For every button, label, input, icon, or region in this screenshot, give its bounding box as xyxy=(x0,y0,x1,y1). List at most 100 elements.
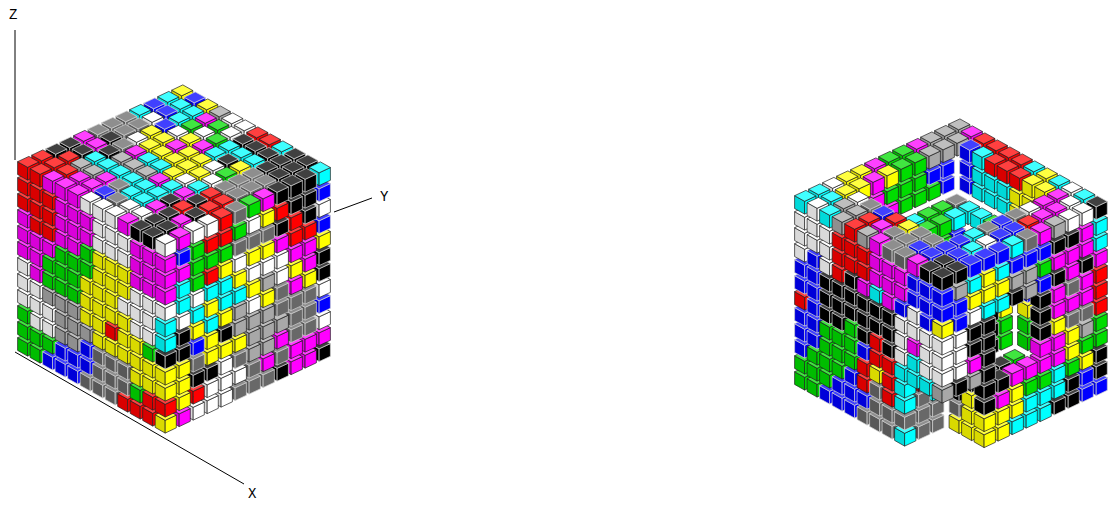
voxel-face xyxy=(961,126,982,137)
voxel-face xyxy=(933,139,954,150)
voxel-face xyxy=(239,194,260,205)
voxel-face xyxy=(227,187,248,198)
voxel-face xyxy=(71,157,92,168)
voxel-face xyxy=(158,91,179,102)
voxel-face xyxy=(116,111,137,122)
voxel-face xyxy=(155,118,176,129)
voxel-cube-left xyxy=(18,85,331,433)
voxel-face xyxy=(997,160,1018,171)
voxel-face xyxy=(102,117,123,128)
voxel-face xyxy=(105,205,126,216)
voxel-face xyxy=(944,207,965,218)
voxel-face xyxy=(823,177,844,188)
voxel-face xyxy=(225,201,246,212)
voxel-face xyxy=(220,126,241,137)
voxel-face xyxy=(121,185,142,196)
voxel-face xyxy=(217,153,238,164)
voxel-face xyxy=(150,159,171,170)
voxel-face xyxy=(974,133,995,144)
voxel-face xyxy=(837,171,858,182)
voxel-face xyxy=(211,207,232,218)
voxel-face xyxy=(267,181,288,192)
voxel-face xyxy=(158,206,179,217)
voxel-face xyxy=(114,124,135,135)
voxel-face xyxy=(230,160,251,171)
voxel-face xyxy=(144,213,165,224)
voxel-face xyxy=(932,200,953,211)
voxel-face xyxy=(185,207,206,218)
voxel-face xyxy=(32,150,53,161)
voxel-face xyxy=(958,201,979,212)
voxel-face xyxy=(167,125,188,136)
voxel-face xyxy=(30,163,51,174)
voxel-face xyxy=(256,161,277,172)
voxel-face xyxy=(124,158,145,169)
voxel-face xyxy=(157,220,178,231)
voxel-face xyxy=(46,143,67,154)
voxel-face xyxy=(139,138,160,149)
voxel-face xyxy=(72,144,93,155)
voxel-face xyxy=(68,184,89,195)
voxel-face xyxy=(177,159,198,170)
voxel-face xyxy=(178,146,199,157)
voxel-face xyxy=(175,173,196,184)
voxel-face xyxy=(170,98,191,109)
voxel-face xyxy=(972,146,993,157)
voxel-face xyxy=(143,226,164,237)
voxel-face xyxy=(208,119,229,130)
voxel-face xyxy=(891,158,912,169)
voxel-face xyxy=(169,227,190,238)
voxel-face xyxy=(214,180,235,191)
voxel-face xyxy=(893,145,914,156)
voxel-face xyxy=(1022,174,1043,185)
voxel-face xyxy=(192,139,213,150)
voxel-face xyxy=(197,214,218,225)
voxel-face xyxy=(183,220,204,231)
voxel-face xyxy=(213,194,234,205)
voxel-face xyxy=(297,155,318,166)
voxel-face xyxy=(1061,182,1082,193)
voxel-face xyxy=(108,178,129,189)
voxel-face xyxy=(269,168,290,179)
voxel-face xyxy=(272,141,293,152)
voxel-face xyxy=(244,154,265,165)
voxel-face xyxy=(191,153,212,164)
y-axis-line xyxy=(334,198,372,212)
voxel-face xyxy=(921,132,942,143)
voxel-face xyxy=(118,212,139,223)
voxel-face xyxy=(82,178,103,189)
voxel-face xyxy=(186,193,207,204)
voxel-face xyxy=(144,98,165,109)
voxel-face xyxy=(128,118,149,129)
voxel-face xyxy=(206,133,227,144)
voxel-face xyxy=(284,148,305,159)
voxel-face xyxy=(247,127,268,138)
voxel-face xyxy=(209,106,230,117)
voxel-face xyxy=(164,152,185,163)
voxel-face xyxy=(83,164,104,175)
voxel-face xyxy=(219,140,240,151)
voxel-face xyxy=(119,199,140,210)
voxel-face xyxy=(60,137,81,148)
voxel-face xyxy=(216,167,237,178)
voxel-face xyxy=(919,145,940,156)
voxel-face xyxy=(877,165,898,176)
voxel-face xyxy=(1035,181,1056,192)
voxel-face xyxy=(88,124,109,135)
voxel-face xyxy=(180,132,201,143)
voxel-face xyxy=(199,200,220,211)
voxel-face xyxy=(18,156,39,167)
voxel-face xyxy=(85,151,106,162)
voxel-face xyxy=(200,187,221,198)
voxel-face xyxy=(253,188,274,199)
voxel-face xyxy=(94,185,115,196)
voxel-face xyxy=(161,179,182,190)
voxel-face xyxy=(203,160,224,171)
voxel-face xyxy=(74,130,95,141)
voxel-face xyxy=(258,147,279,158)
voxel-face xyxy=(194,126,215,137)
voxel-face xyxy=(80,191,101,202)
voxel-face xyxy=(233,133,254,144)
voxel-face xyxy=(905,152,926,163)
